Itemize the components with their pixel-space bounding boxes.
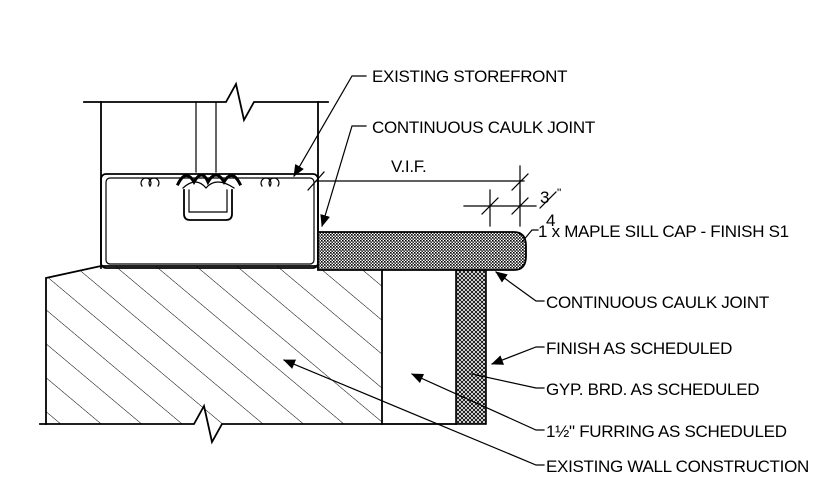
dim-inch-mark: " [557,186,561,200]
maple-sill-cap [317,231,527,271]
existing-storefront [83,81,329,269]
existing-wall [39,265,457,445]
vif-dimension [307,165,529,207]
label-existing-wall: EXISTING WALL CONSTRUCTION [546,457,809,476]
label-maple-sill-cap: 1 x MAPLE SILL CAP - FINISH S1 [538,222,789,241]
label-gyp-board: GYP. BRD. AS SCHEDULED [546,380,759,399]
label-existing-storefront: EXISTING STOREFRONT [372,67,567,86]
leaders [283,75,545,466]
label-caulk-joint-bottom: CONTINUOUS CAULK JOINT [546,293,769,312]
dim-fraction-bar [539,191,557,209]
dim-denominator: 4 [546,211,555,230]
three-quarter-dimension [463,189,537,227]
label-furring: 1½" FURRING AS SCHEDULED [546,422,787,441]
vif-label: V.I.F. [391,157,426,176]
label-caulk-joint-top: CONTINUOUS CAULK JOINT [372,118,595,137]
dim-numerator: 3 [540,188,549,207]
label-finish: FINISH AS SCHEDULED [546,339,732,358]
